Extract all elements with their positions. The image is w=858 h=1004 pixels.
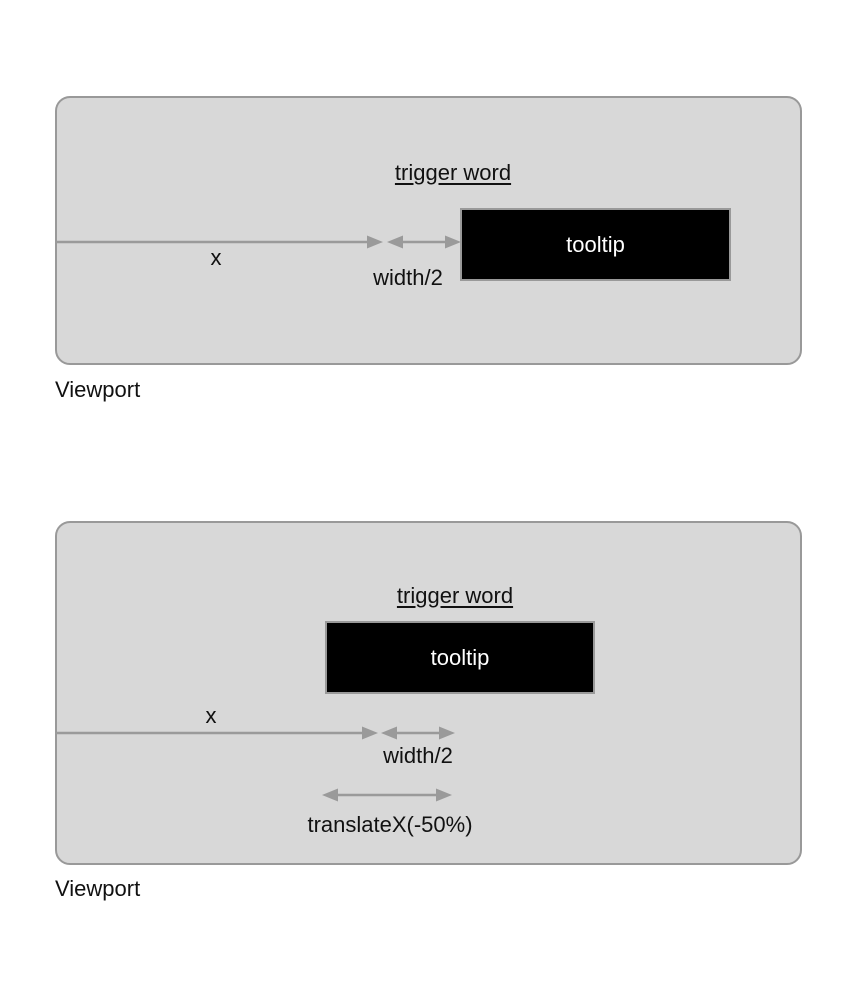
half-width-arrow-icon xyxy=(381,726,455,740)
tooltip-box: tooltip xyxy=(325,621,595,694)
x-distance-label: x xyxy=(210,245,222,270)
half-width-label: width/2 xyxy=(373,265,443,290)
tooltip-label: tooltip xyxy=(566,231,625,257)
half-width-label: width/2 xyxy=(383,743,453,768)
x-distance-arrow-icon xyxy=(55,726,378,740)
translate-x-arrow-icon xyxy=(322,788,452,802)
translate-x-label: translateX(-50%) xyxy=(307,812,473,837)
viewport-label: Viewport xyxy=(55,876,141,901)
viewport-label: Viewport xyxy=(55,377,141,402)
trigger-word-label: trigger word xyxy=(394,160,512,185)
x-distance-arrow-icon xyxy=(55,235,383,249)
trigger-word-label: trigger word xyxy=(396,583,514,608)
half-width-arrow-icon xyxy=(387,235,461,249)
tooltip-label: tooltip xyxy=(430,644,490,670)
x-distance-label: x xyxy=(205,703,217,728)
tooltip-box: tooltip xyxy=(460,208,731,281)
